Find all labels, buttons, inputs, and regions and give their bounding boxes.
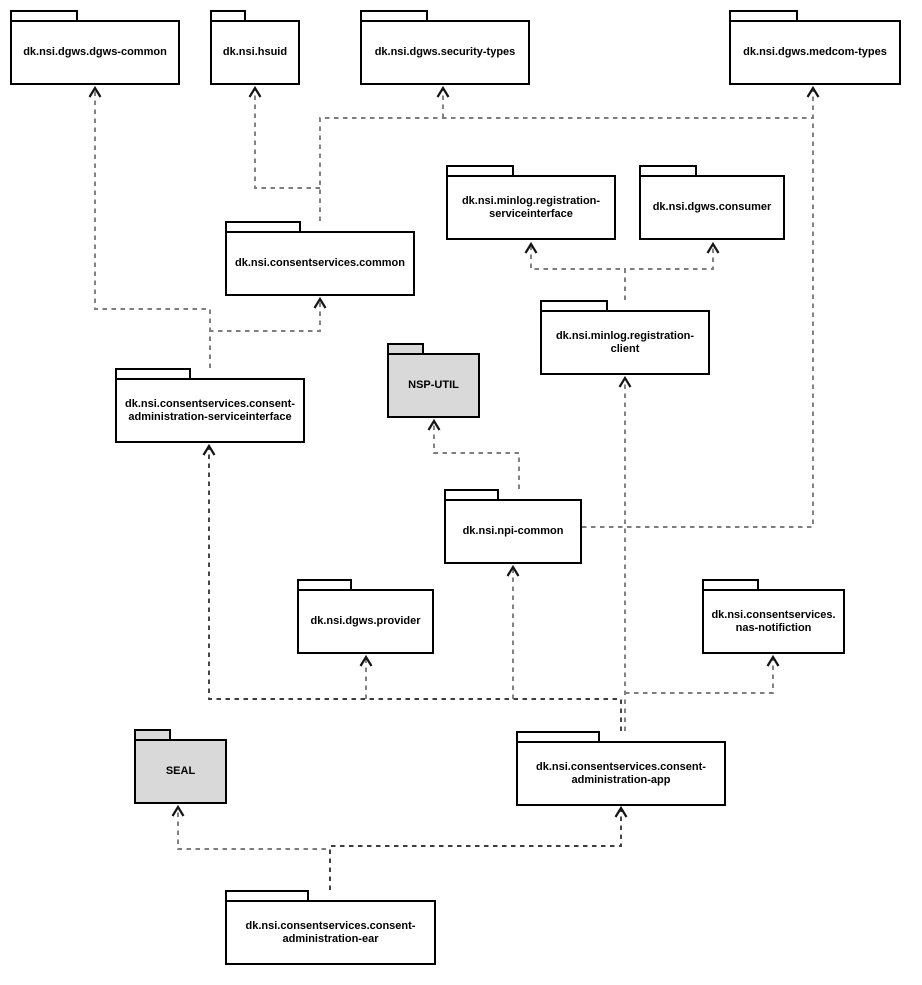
package-label: dk.nsi.consentservices. nas-notifiction bbox=[711, 608, 836, 634]
package-label: NSP-UTIL bbox=[408, 379, 459, 391]
arrowhead-icon bbox=[506, 564, 520, 577]
package-body: dk.nsi.dgws.dgws-common bbox=[10, 20, 180, 85]
package-seal: SEAL bbox=[134, 729, 227, 804]
package-label: dk.nsi.dgws.provider bbox=[310, 615, 421, 627]
package-consent-administration-serviceinterface: dk.nsi.consentservices.consent- administ… bbox=[115, 368, 305, 443]
arrowhead-icon bbox=[614, 805, 628, 818]
arrowhead-icon bbox=[359, 654, 373, 667]
package-body: dk.nsi.hsuid bbox=[210, 20, 300, 85]
package-tab bbox=[10, 10, 78, 20]
package-label: dk.nsi.consentservices.consent- administ… bbox=[536, 760, 706, 786]
package-label: SEAL bbox=[165, 765, 196, 777]
connector-client-to-dgws-consumer bbox=[624, 241, 720, 300]
package-tab bbox=[115, 368, 191, 378]
package-nsp-util: NSP-UTIL bbox=[387, 343, 480, 418]
package-dgws-medcom-types: dk.nsi.dgws.medcom-types bbox=[729, 10, 901, 85]
arrowhead-icon bbox=[766, 654, 780, 667]
arrowhead-icon bbox=[171, 804, 185, 817]
package-tab bbox=[225, 221, 301, 231]
package-body: dk.nsi.minlog.registration- serviceinter… bbox=[446, 175, 616, 240]
package-dgws-dgws-common: dk.nsi.dgws.dgws-common bbox=[10, 10, 180, 85]
package-label: dk.nsi.npi-common bbox=[462, 525, 564, 537]
arrowhead-icon bbox=[427, 418, 441, 431]
package-label: dk.nsi.dgws.dgws-common bbox=[23, 46, 167, 58]
package-tab bbox=[444, 489, 499, 499]
package-body: dk.nsi.npi-common bbox=[444, 499, 582, 564]
package-label: dk.nsi.dgws.security-types bbox=[374, 46, 516, 58]
package-tab bbox=[639, 165, 697, 175]
package-body: SEAL bbox=[134, 739, 227, 804]
package-body: dk.nsi.consentservices.consent- administ… bbox=[225, 900, 436, 965]
package-tab bbox=[516, 731, 600, 741]
package-tab bbox=[297, 579, 352, 589]
package-tab bbox=[446, 165, 514, 175]
connector-app-to-minlog-client bbox=[618, 375, 632, 731]
arrowhead-icon bbox=[248, 85, 262, 98]
connector-ear-to-app bbox=[329, 805, 628, 890]
package-body: dk.nsi.dgws.provider bbox=[297, 589, 434, 654]
connector-app-to-dgws-provider bbox=[359, 654, 373, 699]
package-tab bbox=[540, 300, 608, 310]
package-tab bbox=[360, 10, 428, 20]
connector-app-to-npi-common bbox=[506, 564, 520, 699]
package-body: dk.nsi.dgws.medcom-types bbox=[729, 20, 901, 85]
package-label: dk.nsi.consentservices.common bbox=[235, 257, 405, 269]
package-dgws-consumer: dk.nsi.dgws.consumer bbox=[639, 165, 785, 240]
arrowhead-icon bbox=[313, 296, 327, 309]
package-minlog-registration-client: dk.nsi.minlog.registration- client bbox=[540, 300, 710, 375]
arrowhead-icon bbox=[88, 85, 102, 98]
package-consent-administration-app: dk.nsi.consentservices.consent- administ… bbox=[516, 731, 726, 806]
connector-admin-serviceinterface-to-common bbox=[209, 296, 327, 368]
package-tab bbox=[225, 890, 309, 900]
package-minlog-registration-serviceinterface: dk.nsi.minlog.registration- serviceinter… bbox=[446, 165, 616, 240]
package-body: dk.nsi.dgws.security-types bbox=[360, 20, 530, 85]
package-label: dk.nsi.minlog.registration- serviceinter… bbox=[461, 194, 601, 220]
package-body: dk.nsi.consentservices.consent- administ… bbox=[516, 741, 726, 806]
package-body: dk.nsi.consentservices.consent- administ… bbox=[115, 378, 305, 443]
arrowhead-icon bbox=[524, 241, 538, 254]
connector-common-to-security-types bbox=[436, 85, 450, 118]
package-label: dk.nsi.dgws.consumer bbox=[652, 201, 772, 213]
package-dgws-provider: dk.nsi.dgws.provider bbox=[297, 579, 434, 654]
package-body: dk.nsi.dgws.consumer bbox=[639, 175, 785, 240]
arrowhead-icon bbox=[806, 85, 820, 98]
arrowhead-icon bbox=[436, 85, 450, 98]
package-consentservices-common: dk.nsi.consentservices.common bbox=[225, 221, 415, 296]
arrowhead-icon bbox=[706, 241, 720, 254]
connector-common-to-hsuid bbox=[248, 85, 320, 189]
package-label: dk.nsi.consentservices.consent- administ… bbox=[125, 397, 295, 423]
arrowhead-icon bbox=[618, 375, 632, 388]
package-label: dk.nsi.dgws.medcom-types bbox=[743, 46, 887, 58]
package-label: dk.nsi.minlog.registration- client bbox=[555, 329, 695, 355]
package-hsuid: dk.nsi.hsuid bbox=[210, 10, 300, 85]
package-tab bbox=[387, 343, 424, 353]
package-tab bbox=[134, 729, 171, 739]
package-tab bbox=[702, 579, 759, 589]
connector-npi-common-to-nsp-util bbox=[427, 418, 520, 489]
package-body: dk.nsi.consentservices. nas-notifiction bbox=[702, 589, 845, 654]
package-tab bbox=[729, 10, 798, 20]
connector-app-to-nas-notifiction bbox=[625, 654, 780, 694]
package-body: dk.nsi.consentservices.common bbox=[225, 231, 415, 296]
package-label: dk.nsi.consentservices.consent- administ… bbox=[245, 919, 416, 945]
package-label: dk.nsi.hsuid bbox=[222, 46, 288, 58]
connector-ear-to-seal bbox=[171, 804, 331, 890]
package-body: dk.nsi.minlog.registration- client bbox=[540, 310, 710, 375]
package-consentservices-nas-notifiction: dk.nsi.consentservices. nas-notifiction bbox=[702, 579, 845, 654]
package-consent-administration-ear: dk.nsi.consentservices.consent- administ… bbox=[225, 890, 436, 965]
connector-client-to-registration-serviceinterface bbox=[524, 241, 626, 300]
connector-admin-serviceinterface-to-dgws-common bbox=[88, 85, 211, 368]
package-body: NSP-UTIL bbox=[387, 353, 480, 418]
package-dgws-security-types: dk.nsi.dgws.security-types bbox=[360, 10, 530, 85]
package-npi-common: dk.nsi.npi-common bbox=[444, 489, 582, 564]
package-tab bbox=[210, 10, 246, 20]
arrowhead-icon bbox=[202, 443, 216, 456]
